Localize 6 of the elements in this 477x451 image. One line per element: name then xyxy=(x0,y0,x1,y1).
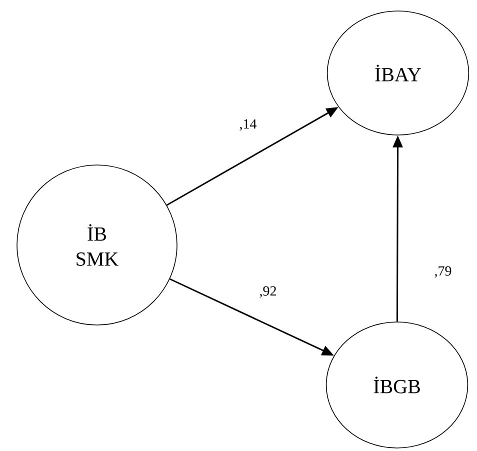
edge-label: ,92 xyxy=(260,286,276,298)
ellipse-node: İB SMK xyxy=(16,164,178,326)
edge-label: ,14 xyxy=(240,119,257,131)
edge-label: ,79 xyxy=(434,266,452,278)
ellipse-node: İBGB xyxy=(326,322,468,448)
ellipse-node: İBAY xyxy=(326,10,470,136)
